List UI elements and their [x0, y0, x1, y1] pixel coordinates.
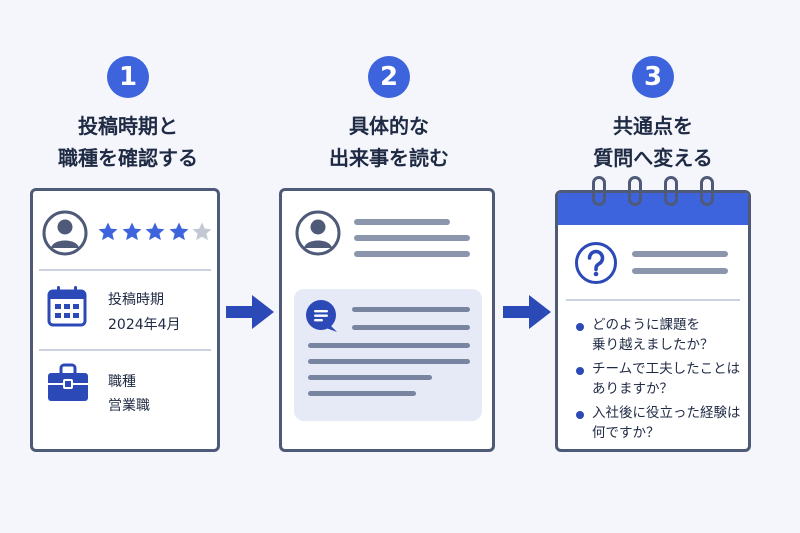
- question-1-line-1: どのように課題を: [592, 317, 700, 333]
- question-item-3: 入社後に役立った経験は 何ですか？: [592, 403, 741, 443]
- period-label: 投稿時期: [108, 292, 164, 308]
- question-item-2: チームで工夫したことは ありますか？: [592, 359, 740, 399]
- step-2-number: 2: [368, 56, 410, 98]
- star-icon: [192, 222, 212, 241]
- text-line: [308, 359, 470, 364]
- review-info-card: 投稿時期 2024年4月 職種 営業職: [30, 188, 220, 452]
- card-3-divider: [566, 299, 740, 301]
- text-line: [352, 325, 470, 330]
- question-notepad-card: どのように課題を 乗り越えましたか？ チームで工夫したことは ありますか？ 入社…: [555, 190, 751, 452]
- question-3-line-1: 入社後に役立った経験は: [592, 405, 741, 421]
- notepad-header-band: [558, 193, 748, 225]
- arrow-right-icon: [503, 295, 551, 329]
- arrow-right-icon: [226, 295, 274, 329]
- notepad-ring: [664, 176, 678, 206]
- step-1-number: 1: [107, 56, 149, 98]
- question-2-line-2: ありますか？: [592, 381, 673, 397]
- question-1-line-2: 乗り越えましたか？: [592, 337, 714, 353]
- card-1-divider-bottom: [39, 349, 211, 351]
- step-3-number: 3: [632, 56, 674, 98]
- notepad-ring: [628, 176, 642, 206]
- step-2-title-line-2: 出来事を読む: [329, 146, 449, 170]
- text-line: [354, 235, 470, 241]
- avatar-icon: [295, 210, 341, 256]
- briefcase-icon: [48, 363, 88, 401]
- bullet-dot: [576, 367, 584, 375]
- text-line: [308, 375, 432, 380]
- period-value: 2024年4月: [108, 317, 181, 333]
- chat-icon: [306, 300, 337, 332]
- calendar-icon: [47, 286, 87, 327]
- step-3-title-line-2: 質問へ変える: [593, 146, 713, 170]
- text-line: [632, 251, 728, 257]
- notepad-ring: [700, 176, 714, 206]
- star-rating: [97, 221, 217, 243]
- question-2-line-1: チームで工夫したことは: [592, 361, 741, 377]
- question-item-1: どのように課題を 乗り越えましたか？: [592, 315, 714, 355]
- star-icon: [145, 222, 165, 241]
- step-1-title: 投稿時期と 職種を確認する: [18, 110, 238, 174]
- notepad-ring: [592, 176, 606, 206]
- star-icon: [98, 222, 118, 241]
- bullet-dot: [576, 323, 584, 331]
- star-icon: [169, 222, 188, 241]
- bullet-dot: [576, 411, 584, 419]
- step-2-title: 具体的な 出来事を読む: [279, 110, 499, 174]
- question-icon: [575, 242, 617, 284]
- step-1-title-line-2: 職種を確認する: [58, 146, 198, 170]
- star-icon: [122, 222, 141, 241]
- speech-bubble: [294, 289, 482, 421]
- text-line: [354, 251, 470, 257]
- step-3-title: 共通点を 質問へ変える: [543, 110, 763, 174]
- question-3-line-2: 何ですか？: [592, 425, 660, 441]
- text-line: [354, 219, 450, 225]
- job-label: 職種: [108, 374, 136, 390]
- avatar-icon: [42, 210, 88, 256]
- text-line: [632, 268, 728, 274]
- step-2-title-line-1: 具体的な: [349, 114, 429, 138]
- step-1-title-line-1: 投稿時期と: [78, 114, 178, 138]
- job-value: 営業職: [108, 398, 150, 414]
- text-line: [308, 391, 416, 396]
- text-line: [352, 307, 470, 312]
- card-1-divider-top: [39, 269, 211, 271]
- review-text-card: [279, 188, 495, 452]
- text-line: [308, 343, 470, 348]
- step-3-title-line-1: 共通点を: [613, 114, 693, 138]
